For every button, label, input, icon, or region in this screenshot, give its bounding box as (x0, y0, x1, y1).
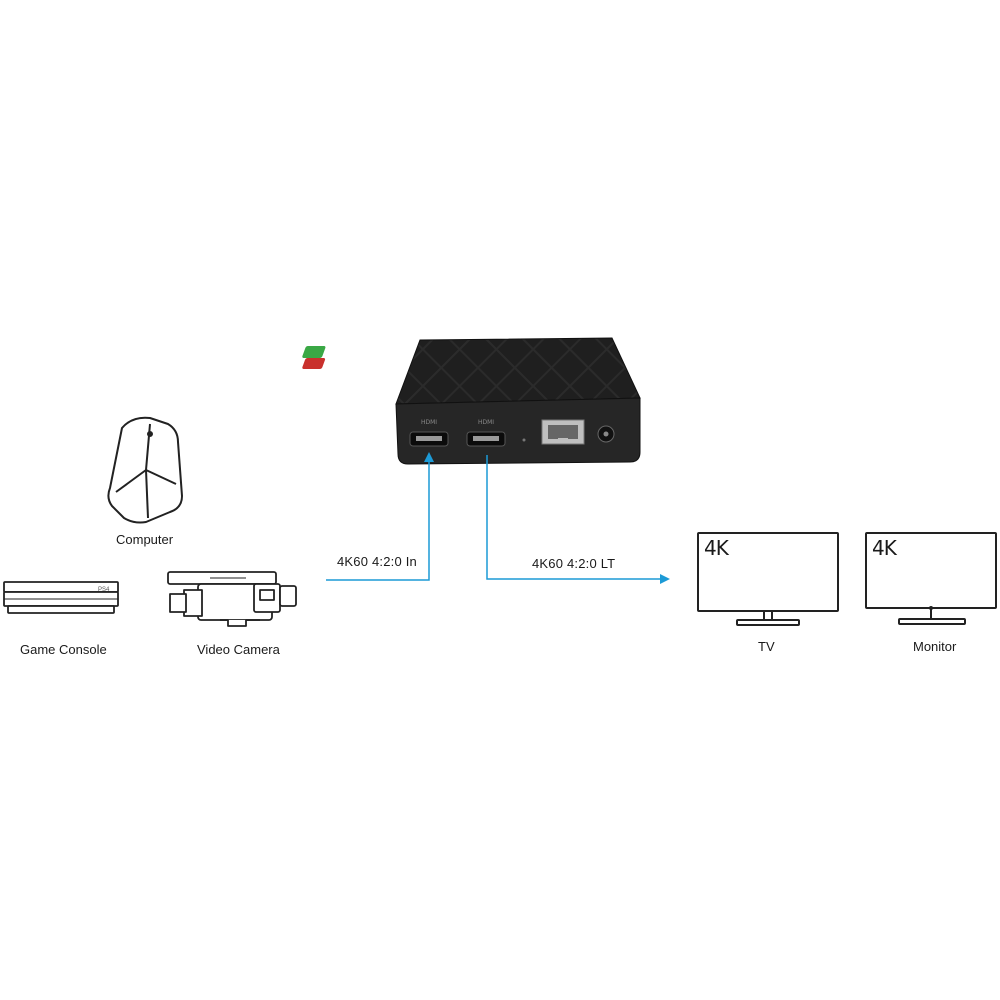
video-camera-label: Video Camera (197, 642, 280, 657)
ethernet-port-icon (541, 419, 585, 445)
tv-icon (697, 532, 839, 626)
computer-icon (107, 416, 183, 524)
svg-text:HDMI: HDMI (421, 419, 437, 426)
hdmi-in-port-icon: HDMI (409, 419, 449, 447)
monitor-4k-badge: 4K (872, 536, 897, 560)
dc-power-port-icon (597, 425, 615, 443)
converter-device: HDMI HDMI (302, 337, 641, 465)
tv-label: TV (758, 639, 775, 654)
input-signal-label: 4K60 4:2:0 In (337, 554, 417, 569)
game-console-label: Game Console (20, 642, 107, 657)
monitor-label: Monitor (913, 639, 957, 654)
monitor-icon (865, 532, 997, 625)
hdmi-out-port-icon: HDMI (466, 419, 506, 447)
video-camera-icon (167, 571, 297, 627)
red-led-icon (302, 358, 326, 369)
output-signal-line (486, 455, 670, 584)
output-signal-label: 4K60 4:2:0 LT (532, 556, 616, 571)
green-led-icon (302, 346, 326, 358)
computer-label: Computer (116, 532, 174, 547)
svg-text:HDMI: HDMI (478, 419, 494, 426)
game-console-icon: PS4 (3, 581, 119, 614)
tv-4k-badge: 4K (704, 536, 729, 560)
console-brand-text: PS4 (98, 587, 110, 593)
input-signal-line (326, 452, 434, 581)
